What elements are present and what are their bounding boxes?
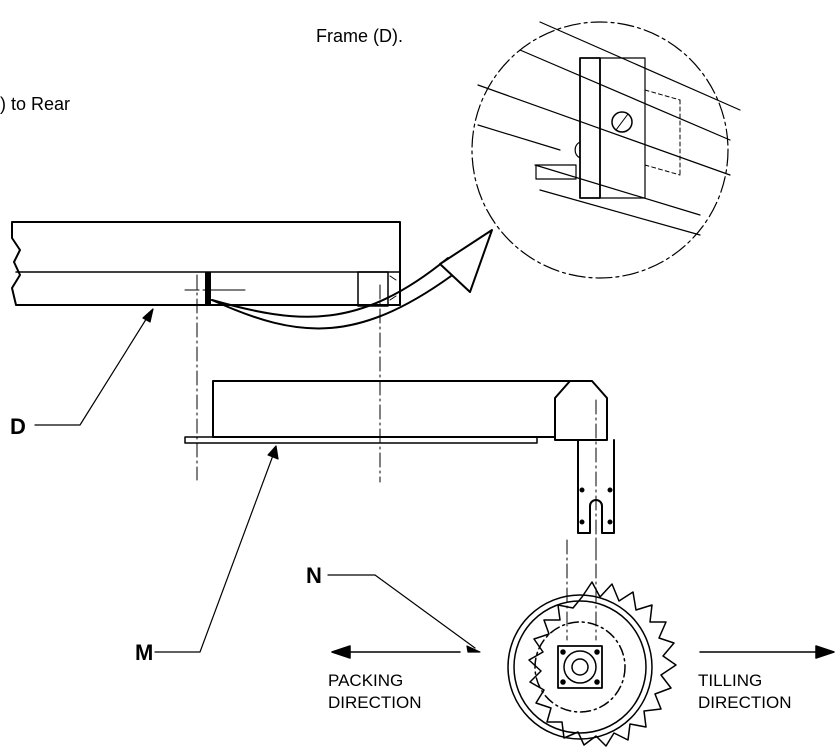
leader-lines xyxy=(34,308,481,653)
callout-mount-m: M xyxy=(135,640,154,665)
tilling-line-2: DIRECTION xyxy=(698,693,792,712)
tilling-direction-label: TILLING DIRECTION xyxy=(698,670,792,714)
frame-d xyxy=(11,221,401,307)
instruction-line-2: ) to Rear xyxy=(0,94,71,114)
detail-view xyxy=(471,21,741,279)
packing-line-2: DIRECTION xyxy=(328,693,422,712)
callout-wheel-n: N xyxy=(306,563,322,588)
detail-arrow xyxy=(211,229,493,330)
packer-wheel-n xyxy=(507,539,677,747)
mount-m xyxy=(184,380,615,561)
packing-line-1: PACKING xyxy=(328,671,404,690)
center-lines xyxy=(184,274,381,483)
direction-arrows xyxy=(331,645,835,659)
instruction-line-1: Frame (D). xyxy=(316,26,403,46)
tilling-line-1: TILLING xyxy=(698,671,763,690)
callout-frame-d: D xyxy=(10,414,26,439)
packing-direction-label: PACKING DIRECTION xyxy=(328,670,422,714)
